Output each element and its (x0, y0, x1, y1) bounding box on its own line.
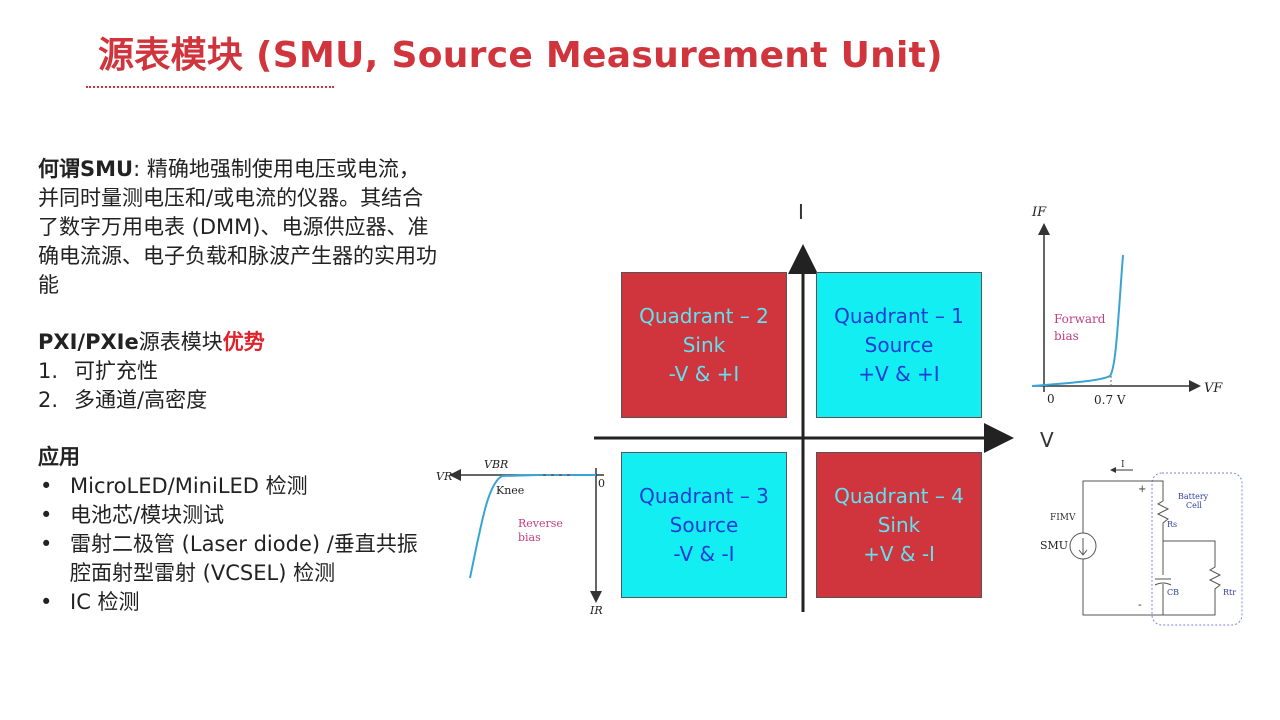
reverse-annotation-1: Reverse (518, 517, 563, 530)
advantages-heading: PXI/PXIe源表模块优势 (38, 328, 438, 357)
list-item: 1.可扩充性 (38, 357, 438, 386)
quadrant-mode: Source (864, 332, 934, 357)
forward-annotation-1: Forward (1054, 312, 1106, 326)
advantages-mid: 源表模块 (138, 330, 223, 354)
quadrant-name: Quadrant – 4 (834, 483, 964, 508)
forward-origin: 0 (1047, 392, 1055, 406)
advantage-item: 多通道/高密度 (74, 388, 208, 412)
circuit-current: I (1121, 460, 1125, 470)
advantages-highlight: 优势 (222, 330, 265, 354)
quadrant-sign: +V & -I (863, 541, 935, 566)
list-item: 2.多通道/高密度 (38, 386, 438, 415)
description-panel: 何谓SMU: 精确地强制使用电压或电流，并同时量测电压和/或电流的仪器。其结合了… (38, 155, 438, 617)
reverse-xlabel: VR (436, 470, 452, 483)
advantage-item: 可扩充性 (74, 359, 158, 383)
forward-annotation-2: bias (1054, 329, 1079, 343)
circuit-cb: CB (1167, 588, 1179, 597)
list-item: •IC 检测 (38, 588, 438, 617)
list-item: •电池芯/模块测试 (38, 501, 438, 530)
circuit-smu-label: SMU (1040, 539, 1068, 552)
application-item: MicroLED/MiniLED 检测 (70, 474, 308, 498)
list-item: •雷射二极管 (Laser diode) /垂直共振腔面射型雷射 (VCSEL)… (38, 530, 438, 588)
circuit-plus: + (1138, 484, 1146, 495)
circuit-minus: - (1138, 598, 1142, 611)
reverse-origin: 0 (598, 477, 605, 490)
application-item: 雷射二极管 (Laser diode) /垂直共振腔面射型雷射 (VCSEL) … (70, 532, 418, 585)
forward-ylabel: IF (1031, 205, 1047, 220)
smu-definition: 何谓SMU: 精确地强制使用电压或电流，并同时量测电压和/或电流的仪器。其结合了… (38, 155, 438, 300)
reverse-bias-plot: VR VBR Knee 0 IR Reverse bias (436, 458, 605, 617)
quadrant-3-box: Quadrant – 3 Source -V & -I (621, 452, 787, 598)
reverse-ylabel: IR (589, 604, 603, 617)
quadrant-2-box: Quadrant – 2 Sink -V & +I (621, 272, 787, 418)
quadrant-name: Quadrant – 2 (639, 303, 769, 328)
forward-knee-tick: 0.7 V (1094, 393, 1126, 407)
list-item: •MicroLED/MiniLED 检测 (38, 472, 438, 501)
quadrant-name: Quadrant – 3 (639, 483, 769, 508)
forward-bias-plot: IF VF 0 0.7 V Forward bias (1031, 205, 1223, 407)
smu-definition-label: 何谓SMU (38, 157, 134, 181)
circuit-mode: FIMV (1050, 513, 1076, 523)
advantages-prefix: PXI/PXIe (38, 330, 139, 354)
quadrant-name: Quadrant – 1 (834, 303, 964, 328)
circuit-rs: Rs (1167, 520, 1177, 529)
quadrant-sign: -V & +I (668, 361, 740, 386)
smu-definition-text: : 精确地强制使用电压或电流，并同时量测电压和/或电流的仪器。其结合了数字万用电… (38, 157, 437, 297)
applications-heading: 应用 (38, 445, 80, 469)
quadrant-mode: Source (669, 512, 739, 537)
quadrant-4-box: Quadrant – 4 Sink +V & -I (816, 452, 982, 598)
quadrant-1-box: Quadrant – 1 Source +V & +I (816, 272, 982, 418)
quadrant-mode: Sink (877, 512, 921, 537)
application-item: IC 检测 (70, 590, 140, 614)
reverse-annotation-2: bias (518, 531, 541, 544)
circuit-cell-label-2: Cell (1186, 501, 1202, 510)
quadrant-sign: +V & +I (858, 361, 940, 386)
reverse-breakdown: VBR (484, 458, 508, 471)
quadrant-sign: -V & -I (673, 541, 735, 566)
smu-circuit-diagram: I FIMV SMU + - Battery Cell Rs CB Rtr (1040, 460, 1243, 626)
circuit-cell-label-1: Battery (1178, 492, 1209, 501)
v-axis-label: V (1040, 428, 1054, 452)
i-axis-label: I (798, 200, 804, 224)
quadrant-mode: Sink (682, 332, 726, 357)
page-title: 源表模块 (SMU, Source Measurement Unit) (98, 35, 943, 76)
forward-xlabel: VF (1204, 381, 1223, 396)
reverse-knee: Knee (496, 484, 524, 497)
title-underline (86, 80, 334, 88)
application-item: 电池芯/模块测试 (70, 503, 225, 527)
circuit-rtr: Rtr (1223, 588, 1236, 597)
